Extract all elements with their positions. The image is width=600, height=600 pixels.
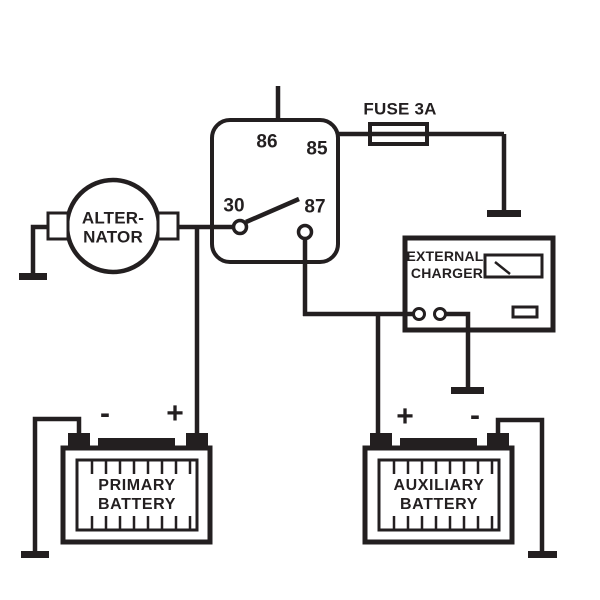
primary-battery-ridge bbox=[98, 438, 175, 449]
ground-alternator bbox=[19, 273, 47, 280]
wire-alternator-to-ground bbox=[30, 224, 48, 276]
aux-battery-inner bbox=[377, 458, 501, 532]
primary-battery-cell-ticks bbox=[90, 460, 192, 530]
charger-meter-needle bbox=[494, 261, 511, 275]
ground-aux-battery bbox=[528, 551, 557, 558]
ground-primary-battery bbox=[21, 551, 49, 558]
aux-battery-pos-sign: + bbox=[396, 400, 414, 433]
ground-fuse bbox=[487, 210, 521, 217]
primary-battery-symbol bbox=[60, 433, 213, 545]
alternator-terminal-left bbox=[46, 211, 70, 241]
primary-battery-post-pos bbox=[186, 433, 208, 449]
charger-label-line2: CHARGER bbox=[410, 265, 484, 281]
primary-battery-label-line1: PRIMARY bbox=[98, 477, 176, 494]
charger-label-line1: EXTERNAL bbox=[406, 248, 484, 264]
wire-primary-neg-to-ground bbox=[32, 416, 82, 553]
relay-pin-86-label: 86 bbox=[256, 131, 278, 153]
relay-switch-arm bbox=[245, 196, 300, 225]
aux-battery-cell-ticks bbox=[392, 460, 494, 530]
aux-battery-case bbox=[362, 445, 515, 545]
primary-battery-neg-sign: - bbox=[100, 397, 110, 430]
primary-battery-case bbox=[60, 445, 213, 545]
wire-charger-to-ground bbox=[445, 311, 471, 389]
aux-battery-symbol bbox=[362, 433, 515, 545]
alternator-terminal-right bbox=[156, 211, 180, 241]
aux-battery-post-neg bbox=[487, 433, 509, 449]
primary-battery-label-line2: BATTERY bbox=[98, 496, 176, 513]
relay-pin-85-label: 85 bbox=[306, 138, 328, 160]
aux-battery-label-line1: AUXILIARY bbox=[393, 477, 485, 494]
relay-pin-30-label: 30 bbox=[223, 195, 245, 217]
alternator-label-line2: NATOR bbox=[83, 227, 143, 247]
charger-meter bbox=[483, 253, 544, 279]
ground-charger bbox=[451, 387, 484, 394]
aux-battery-post-pos bbox=[370, 433, 392, 449]
aux-battery-neg-sign: - bbox=[470, 399, 480, 432]
wire-aux-neg-to-ground bbox=[495, 417, 545, 553]
relay-pin-87-label: 87 bbox=[304, 196, 326, 218]
relay-contact-30 bbox=[231, 218, 249, 236]
charger-terminal-2 bbox=[433, 307, 447, 321]
primary-battery-post-neg bbox=[68, 433, 90, 449]
aux-battery-label-line2: BATTERY bbox=[400, 496, 478, 513]
fuse-symbol bbox=[368, 122, 429, 146]
aux-battery-ridge bbox=[400, 438, 477, 449]
primary-battery-pos-sign: + bbox=[166, 397, 184, 430]
charger-terminal-1 bbox=[412, 307, 426, 321]
relay-contact-87 bbox=[296, 223, 314, 241]
charger-indicator bbox=[511, 305, 539, 319]
fuse-label: FUSE 3A bbox=[363, 99, 437, 119]
alternator-label-line1: ALTER- bbox=[81, 208, 145, 228]
primary-battery-inner bbox=[75, 458, 199, 532]
